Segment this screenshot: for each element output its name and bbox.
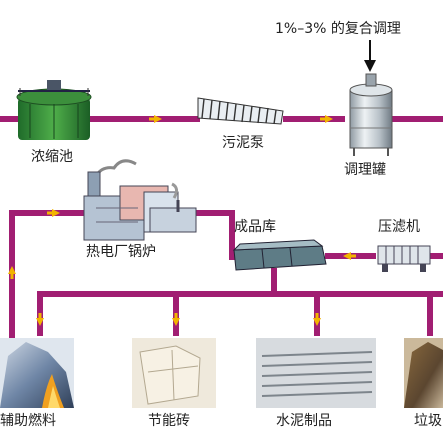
arrow-down xyxy=(36,313,44,326)
filter-press-illustration xyxy=(377,245,431,272)
label-conditioning-tank: 调理罐 xyxy=(344,162,386,178)
cement-products-photo xyxy=(256,338,376,408)
sludge-pump-illustration xyxy=(197,97,284,125)
arrow-right xyxy=(149,115,162,123)
top-dosing-note: 1%–3% 的复合调理 xyxy=(275,21,401,37)
conditioning-tank-illustration xyxy=(349,73,393,156)
label-thickener: 浓缩池 xyxy=(31,149,73,165)
label-boiler: 热电厂锅炉 xyxy=(86,244,156,260)
arrow-right xyxy=(47,209,60,217)
arrow-up xyxy=(8,266,16,279)
boiler-illustration xyxy=(83,159,197,241)
arrow-down xyxy=(172,313,180,326)
thickener-illustration xyxy=(16,80,92,140)
label-product-store: 成品库 xyxy=(234,219,276,235)
arrow-left xyxy=(343,252,356,260)
label-aux-fuel: 辅助燃料 xyxy=(0,413,56,429)
label-filter-press: 压滤机 xyxy=(378,219,420,235)
arrow-right xyxy=(320,115,333,123)
flow-arrows xyxy=(8,115,356,326)
arrow-down xyxy=(313,313,321,326)
aux-fuel-photo xyxy=(0,338,74,408)
product-store-illustration xyxy=(232,239,327,271)
dosing-arrow xyxy=(364,40,376,72)
label-landfill: 垃圾 xyxy=(414,413,442,429)
eco-brick-photo xyxy=(132,338,216,408)
label-cement-products: 水泥制品 xyxy=(276,413,332,429)
landfill-photo xyxy=(404,338,443,408)
label-eco-brick: 节能砖 xyxy=(148,413,190,429)
label-sludge-pump: 污泥泵 xyxy=(222,135,264,151)
